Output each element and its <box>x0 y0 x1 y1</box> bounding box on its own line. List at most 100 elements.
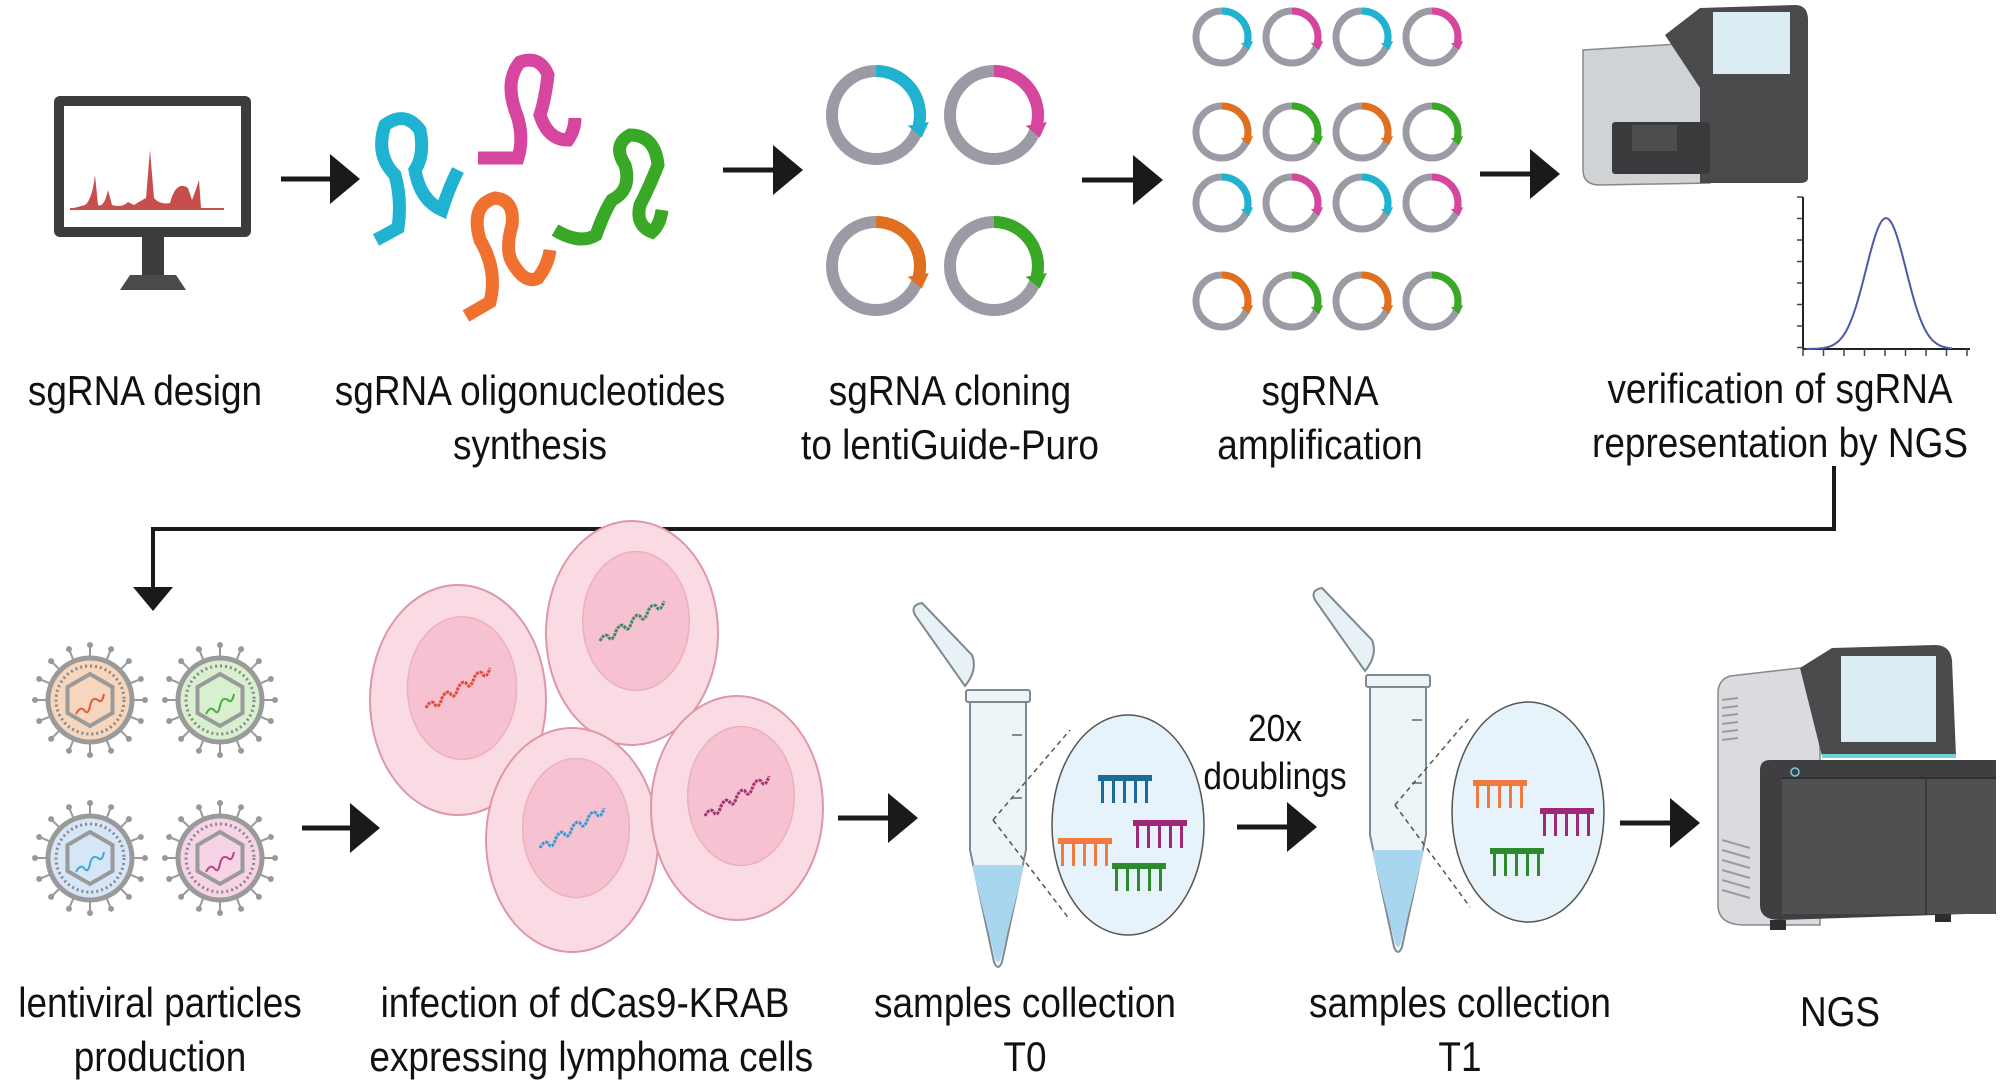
comb-backbone <box>1112 863 1166 869</box>
spike-tip <box>166 833 173 840</box>
dna-strand <box>598 600 666 642</box>
tube-t1-icon <box>1312 586 1431 953</box>
spike-tip <box>125 816 132 823</box>
spike-tip <box>65 804 72 811</box>
envelope <box>175 813 265 903</box>
spike-tip <box>166 718 173 725</box>
comb-backbone <box>1473 780 1527 786</box>
capsid <box>65 829 115 887</box>
matrix <box>184 822 256 894</box>
sgrna-comb <box>1490 848 1544 876</box>
spike-tip <box>36 718 43 725</box>
comb-tooth <box>1159 869 1162 891</box>
dna-strand <box>538 807 606 849</box>
sequencer-icon-small <box>1582 5 1808 186</box>
spike-tip <box>142 855 148 861</box>
insert-arrowhead <box>1450 305 1464 315</box>
plasmid-grid-amplification <box>1192 7 1464 331</box>
sgrna-insert <box>1291 102 1322 140</box>
step-label-amplification: sgRNA amplification <box>1179 364 1461 472</box>
insert-arrowhead <box>1450 207 1464 217</box>
insert-arrowhead <box>1240 41 1254 51</box>
spike-tip <box>162 855 168 861</box>
ngs-distribution-plot <box>1797 196 1970 356</box>
insert-arrowhead <box>1025 272 1047 289</box>
comb-tooth <box>1504 854 1507 876</box>
spike-tip <box>217 752 223 758</box>
spike-tip <box>142 697 148 703</box>
spike-tip <box>178 735 185 742</box>
sgrna-insert <box>1361 7 1392 45</box>
label-line: representation by NGS <box>1592 419 1968 466</box>
connector-arrow-to-lentiviral <box>133 466 1836 611</box>
comb-backbone <box>1540 808 1594 814</box>
comb-tooth <box>1134 781 1137 803</box>
plasmid-icon <box>1402 173 1464 233</box>
spike-tip <box>195 747 202 754</box>
step-label-infection: infection of dCas9-KRAB expressing lymph… <box>369 976 813 1084</box>
comb-tooth <box>1509 786 1512 808</box>
spike-tip <box>48 658 55 665</box>
sgrna-zoom-t1 <box>1394 701 1605 923</box>
tube-rim <box>965 689 1031 703</box>
spike-tip <box>48 816 55 823</box>
spike-tip <box>195 804 202 811</box>
spike-tip <box>267 718 274 725</box>
insert-arrowhead <box>1025 121 1047 138</box>
plasmid-icon <box>826 216 929 316</box>
plasmid-icon <box>1332 173 1394 233</box>
matrix <box>54 822 126 894</box>
zoom-line <box>1394 804 1471 908</box>
step-label-design: sgRNA design <box>17 364 272 418</box>
label-line: production <box>73 1033 247 1080</box>
plasmid-icon <box>944 65 1047 165</box>
comb-tooth <box>1112 781 1115 803</box>
sgrna-comb <box>1112 863 1166 891</box>
comb-tooth <box>1487 786 1490 808</box>
insert-arrowhead <box>1450 136 1464 146</box>
sgrna-insert <box>1431 102 1462 140</box>
spike-tip <box>87 752 93 758</box>
label-line: NGS <box>1799 988 1881 1035</box>
comb-tooth <box>1493 854 1496 876</box>
dna-strand <box>424 667 492 709</box>
spike-tip <box>166 876 173 883</box>
plasmid-icon <box>1262 173 1324 233</box>
step-label-verification: verification of sgRNA representation by … <box>1586 362 1973 470</box>
envelope <box>175 655 265 745</box>
doublings-label: 20x doublings <box>1187 705 1363 801</box>
spike-tip <box>108 905 115 912</box>
spike-tip <box>65 905 72 912</box>
spike-tip <box>195 646 202 653</box>
comb-tooth <box>1537 854 1540 876</box>
spike-tip <box>162 697 168 703</box>
insert-arrowhead <box>1240 305 1254 315</box>
sgrna-comb <box>1473 780 1527 808</box>
insert-arrowhead <box>1380 305 1394 315</box>
nucleus <box>406 615 518 761</box>
spike-tip <box>65 646 72 653</box>
insert-arrowhead <box>1310 207 1324 217</box>
sgrna-comb <box>1540 808 1594 836</box>
sgrna-insert <box>1431 7 1462 45</box>
spike-tip <box>65 747 72 754</box>
zoom-line <box>992 819 1071 921</box>
spike-tip <box>87 910 93 916</box>
insert-arrowhead <box>1240 136 1254 146</box>
comb-tooth <box>1565 814 1568 836</box>
spike-tip <box>255 816 262 823</box>
capsid <box>195 829 245 887</box>
spike-tip <box>238 905 245 912</box>
spike-tip <box>48 893 55 900</box>
spike-tip <box>178 893 185 900</box>
comb-tooth <box>1136 826 1139 848</box>
comb-tooth <box>1105 844 1108 866</box>
spike-tip <box>137 833 144 840</box>
spike-tip <box>87 800 93 806</box>
spike-tip <box>87 642 93 648</box>
sgrna-zoom-t0 <box>992 714 1205 936</box>
rna-strand <box>75 693 105 715</box>
lentiviral-particles-icon <box>32 642 278 916</box>
comb-tooth <box>1526 854 1529 876</box>
comb-tooth <box>1126 869 1129 891</box>
